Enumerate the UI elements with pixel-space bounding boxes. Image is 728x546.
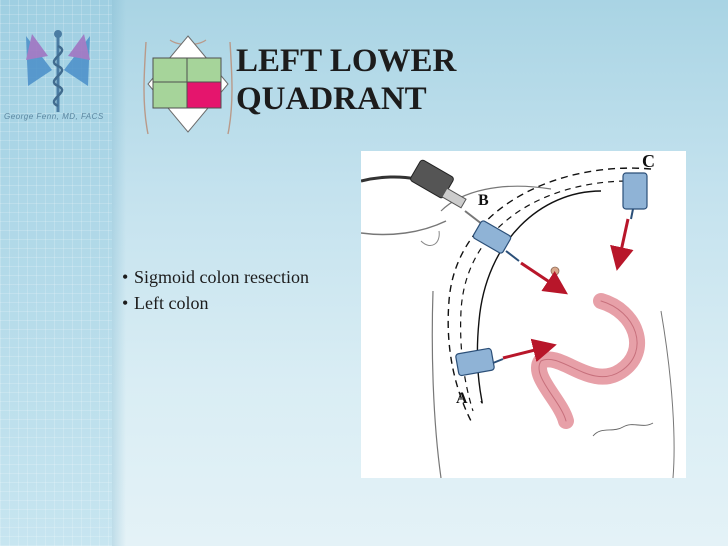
list-item: •Left colon: [122, 293, 209, 313]
bullet-list: •Sigmoid colon resection •Left colon: [122, 264, 309, 316]
bullet-text: Sigmoid colon resection: [134, 267, 309, 287]
decorative-sidebar: [0, 0, 112, 546]
bullet-text: Left colon: [134, 293, 209, 313]
abdomen-quadrant-icon: [143, 35, 233, 135]
caduceus-icon: [26, 30, 90, 112]
list-item: •Sigmoid colon resection: [122, 267, 309, 287]
sidebar-edge: [112, 0, 126, 546]
surgical-illustration: B C A: [361, 151, 686, 478]
title-line-1: LEFT LOWER: [236, 43, 457, 79]
highlighted-quadrant: [186, 81, 222, 109]
port-label-a: A: [456, 390, 468, 407]
title-line-2: QUADRANT: [236, 81, 427, 117]
slide-title: LEFT LOWER QUADRANT: [236, 42, 456, 118]
logo-caption: George Fenn, MD, FACS: [4, 112, 104, 121]
port-label-c: C: [642, 151, 655, 171]
port-label-b: B: [478, 192, 489, 209]
